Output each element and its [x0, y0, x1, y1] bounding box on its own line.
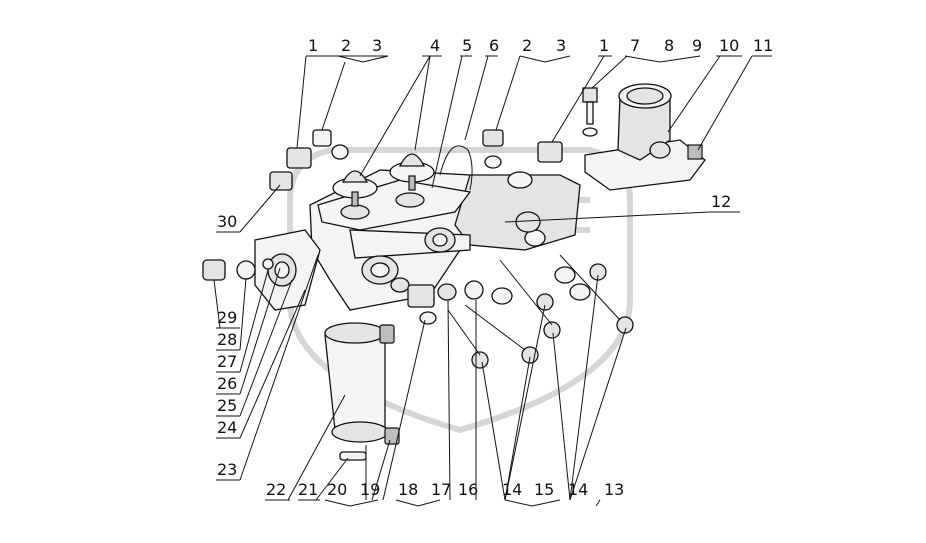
plug-30: [269, 171, 293, 191]
callout-28: 28: [217, 330, 237, 349]
hose-22: [324, 322, 400, 461]
callout-16: 16: [458, 480, 478, 499]
callout-4: 4: [430, 36, 440, 55]
callout-numbers: 1 2 3 4 5 6 2 3 1 7 8 9 10 11 12 30 29 2…: [217, 36, 773, 499]
callout-29: 29: [217, 308, 237, 327]
outlet-elbow: [584, 83, 706, 191]
left-plug-group: [286, 129, 349, 169]
callout-14-right: 14: [568, 480, 588, 499]
thermostat-right: [389, 153, 435, 191]
callout-6: 6: [489, 36, 499, 55]
callout-5: 5: [462, 36, 472, 55]
callout-2-left: 2: [341, 36, 351, 55]
callout-18: 18: [398, 480, 418, 499]
bolt-7: [582, 87, 598, 137]
callout-2-right: 2: [522, 36, 532, 55]
callout-9: 9: [692, 36, 702, 55]
callout-12: 12: [711, 192, 731, 211]
callout-23: 23: [217, 460, 237, 479]
callout-1-left: 1: [308, 36, 318, 55]
callout-3-left: 3: [372, 36, 382, 55]
callout-7: 7: [630, 36, 640, 55]
callout-15: 15: [534, 480, 554, 499]
callout-14-left: 14: [502, 480, 522, 499]
flange-plate: [254, 229, 321, 311]
right-plug-group: [482, 129, 563, 189]
callout-1-right: 1: [599, 36, 609, 55]
callout-22: 22: [266, 480, 286, 499]
leader-lines: [213, 55, 772, 507]
callout-19: 19: [360, 480, 380, 499]
callout-27: 27: [217, 352, 237, 371]
callout-13: 13: [604, 480, 624, 499]
callout-30: 30: [217, 212, 237, 231]
bolt-nut-set: [407, 211, 634, 369]
wire-loop: [439, 145, 473, 191]
callout-8: 8: [664, 36, 674, 55]
callout-26: 26: [217, 374, 237, 393]
callout-21: 21: [298, 480, 318, 499]
callout-20: 20: [327, 480, 347, 499]
callout-3-right: 3: [556, 36, 566, 55]
callout-24: 24: [217, 418, 237, 437]
callout-17: 17: [431, 480, 451, 499]
callout-10: 10: [719, 36, 739, 55]
callout-25: 25: [217, 396, 237, 415]
plug-29: [202, 258, 274, 281]
callout-11: 11: [753, 36, 773, 55]
